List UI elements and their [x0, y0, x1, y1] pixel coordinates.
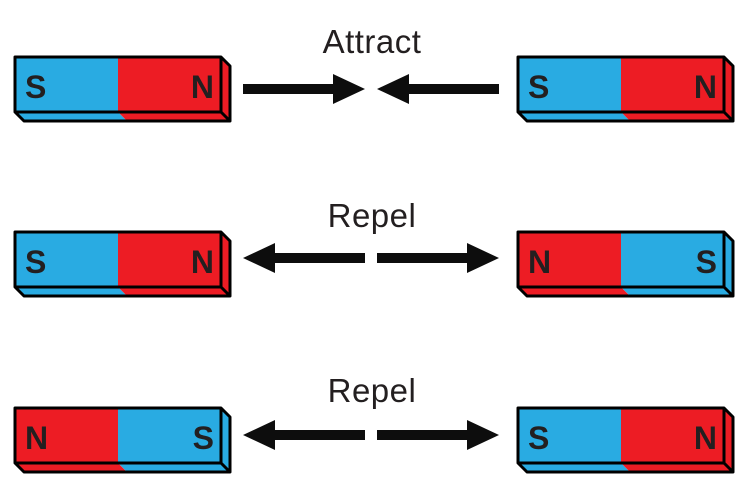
magnet-side-face — [221, 57, 230, 121]
magnet-outline — [13, 406, 232, 474]
magnet-bottom-face-right — [621, 287, 733, 296]
magnet-bottom-face-left — [518, 287, 630, 296]
magnet-front-right-half — [118, 232, 221, 287]
magnet-side-face — [724, 232, 733, 296]
magnet-bottom-face-left — [15, 463, 127, 472]
force-arrow-right — [377, 74, 499, 104]
force-arrow-right — [377, 243, 499, 273]
pole-label-right: N — [694, 420, 717, 456]
magnet-side-face — [221, 408, 230, 472]
magnet-side-face — [724, 408, 733, 472]
magnet-outline — [516, 230, 735, 298]
magnet-bottom-face-right — [118, 287, 230, 296]
pole-label-right: S — [696, 244, 717, 280]
magnet-front-right-half — [118, 408, 221, 463]
left-magnet: S N — [13, 55, 232, 123]
pole-label-left: S — [528, 420, 549, 456]
arrow-shape — [243, 74, 365, 104]
magnet-side-face — [724, 57, 733, 121]
pole-label-left: S — [25, 244, 46, 280]
right-magnet: S N — [516, 406, 735, 474]
magnet-outline — [516, 406, 735, 474]
pole-label-left: N — [25, 420, 48, 456]
magnet-side-face — [221, 232, 230, 296]
interaction-label: Repel — [327, 197, 417, 234]
force-arrow-left — [243, 243, 365, 273]
magnet-front-left-half — [518, 57, 621, 112]
magnet-front-right-half — [621, 408, 724, 463]
magnet-bottom-face-left — [15, 287, 127, 296]
magnet-front-right-half — [621, 57, 724, 112]
arrow-shape — [243, 420, 365, 450]
magnet-front-left-half — [15, 408, 118, 463]
force-arrow-left — [243, 74, 365, 104]
pole-label-left: S — [25, 69, 46, 105]
arrow-shape — [377, 420, 499, 450]
pole-label-right: N — [694, 69, 717, 105]
magnet-front-right-half — [118, 57, 221, 112]
pole-label-left: S — [528, 69, 549, 105]
arrow-shape — [377, 243, 499, 273]
magnet-front-left-half — [15, 232, 118, 287]
magnet-outline — [13, 55, 232, 123]
magnet-outline — [516, 55, 735, 123]
magnet-front-left-half — [518, 232, 621, 287]
interaction-label: Repel — [327, 372, 417, 409]
magnet-bottom-face-right — [118, 463, 230, 472]
magnet-outline — [13, 230, 232, 298]
force-arrow-right — [377, 420, 499, 450]
arrow-shape — [243, 243, 365, 273]
left-magnet: S N — [13, 230, 232, 298]
right-magnet: N S — [516, 230, 735, 298]
pole-label-left: N — [528, 244, 551, 280]
arrow-shape — [377, 74, 499, 104]
magnet-bottom-face-right — [621, 112, 733, 121]
left-magnet: N S — [13, 406, 232, 474]
interaction-label: Attract — [322, 23, 422, 60]
magnet-bottom-face-left — [518, 112, 630, 121]
force-arrow-left — [243, 420, 365, 450]
right-magnet: S N — [516, 55, 735, 123]
pole-label-right: N — [191, 244, 214, 280]
magnet-front-right-half — [621, 232, 724, 287]
pole-label-right: S — [193, 420, 214, 456]
magnet-front-left-half — [518, 408, 621, 463]
magnet-front-left-half — [15, 57, 118, 112]
magnet-bottom-face-right — [118, 112, 230, 121]
magnet-bottom-face-left — [518, 463, 630, 472]
pole-label-right: N — [191, 69, 214, 105]
magnet-bottom-face-right — [621, 463, 733, 472]
magnet-bottom-face-left — [15, 112, 127, 121]
